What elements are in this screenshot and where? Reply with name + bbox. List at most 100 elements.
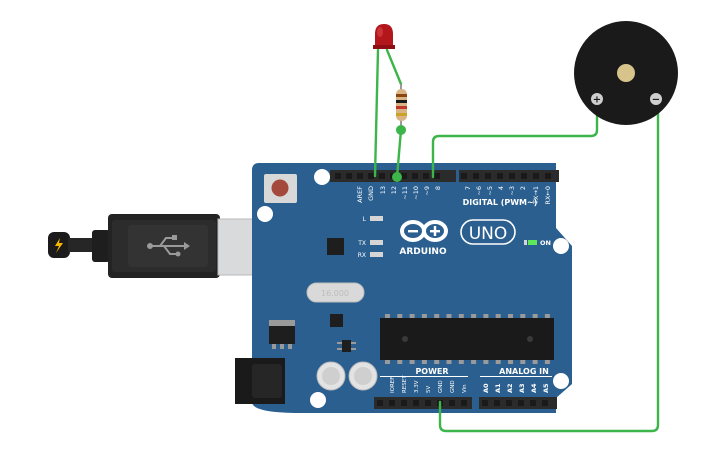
usb-symbol-icon [147,235,190,257]
power-pin-label: 5V [426,386,432,393]
power-pin-label: RESET [402,375,408,393]
usb-chip [327,238,344,255]
microcontroller-chip [380,314,554,364]
on-label: ON [540,239,551,247]
analog-pin-label: A1 [494,383,502,393]
header-pin-hole[interactable] [485,173,491,179]
power-pin-label: GND [450,380,456,393]
analog-pin-label: A3 [518,383,526,393]
led-label-tx: TX [357,240,366,247]
header-pin-hole[interactable] [368,173,374,179]
crystal-label: 16.000 [321,289,349,298]
piezo-buzzer[interactable]: + − [574,21,678,125]
header-pin-hole[interactable] [377,400,383,406]
header-pin-hole[interactable] [521,173,527,179]
power-header[interactable] [374,397,472,409]
reset-button[interactable] [264,174,297,203]
arduino-infinity-logo-icon [400,220,448,242]
header-pin-hole[interactable] [425,400,431,406]
wire-led-anode-to-resistor [385,48,403,86]
buzzer-plus-terminal [591,93,603,105]
header-pin-hole[interactable] [389,400,395,406]
smd-transistor [337,340,356,352]
header-pin-hole[interactable] [335,173,341,179]
wire-gnd-to-buzzer-minus [438,98,660,433]
mounting-hole [314,169,330,185]
resistor[interactable] [396,84,407,135]
mounting-hole [257,206,273,222]
digital-header[interactable] [330,170,559,182]
buzzer-plus-label: + [593,95,601,106]
header-pin-hole[interactable] [357,173,363,179]
wires[interactable] [373,48,660,433]
status-leds: L TX RX [357,216,383,259]
header-pin-hole[interactable] [423,173,429,179]
header-pin-hole[interactable] [412,173,418,179]
header-pin-hole[interactable] [518,400,524,406]
header-pin-hole[interactable] [401,173,407,179]
wire-resistor-to-pin12 [395,128,403,179]
power-pin-label: IOREF [390,377,396,393]
buzzer-minus-label: − [652,95,660,106]
digital-pin-label: 7 [464,186,472,190]
digital-pin-label: 13 [379,186,387,194]
lightning-icon [55,238,63,253]
digital-pin-label: 2 [519,186,527,190]
digital-pin-label: ~11 [401,186,409,200]
digital-pin-label: ~6 [475,186,483,196]
header-pin-hole[interactable] [542,400,548,406]
analog-label: ANALOG IN [499,367,549,376]
header-pin-hole[interactable] [494,400,500,406]
buzzer-minus-terminal [650,93,662,105]
header-pin-hole[interactable] [482,400,488,406]
digital-pin-label: 8 [434,186,442,190]
analog-pin-label: A5 [542,383,550,393]
model-text: UNO [469,224,508,244]
header-pin-hole[interactable] [545,173,551,179]
power-pin-label: 3.3V [414,380,420,393]
model-badge: UNO [460,219,516,245]
digital-label: DIGITAL (PWM~) [463,198,538,207]
header-pin-hole[interactable] [346,173,352,179]
header-pin-hole[interactable] [379,173,385,179]
digital-pin-label: ~9 [423,186,431,196]
header-pin-hole[interactable] [461,173,467,179]
digital-pin-label: AREF [356,186,364,203]
digital-pin-label: ~3 [508,186,516,196]
header-pin-hole[interactable] [449,400,455,406]
brand-text: ARDUINO [399,247,447,257]
voltage-regulator [269,320,295,349]
led-label-rx: RX [358,252,366,259]
led[interactable] [373,24,395,49]
mounting-hole [553,373,569,389]
header-pin-hole[interactable] [434,173,440,179]
power-jack[interactable] [235,358,285,404]
power-led: ON [524,239,551,247]
header-pin-hole[interactable] [509,173,515,179]
header-pin-hole[interactable] [473,173,479,179]
smd-component [330,314,343,327]
power-pin-label: Vin [462,384,468,393]
header-pin-hole[interactable] [530,400,536,406]
capacitor [316,361,346,391]
header-pin-hole[interactable] [497,173,503,179]
header-pin-hole[interactable] [401,400,407,406]
header-pin-hole[interactable] [413,400,419,406]
header-pin-hole[interactable] [533,173,539,179]
digital-pin-label: TX→1 [532,186,540,205]
digital-pin-label: GND [367,186,375,201]
power-label: POWER [415,367,448,376]
wire-pin9-to-buzzer-plus [431,98,599,179]
analog-pin-label: A0 [482,383,490,393]
header-pin-hole[interactable] [461,400,467,406]
digital-pin-label: 4 [497,186,505,190]
header-pin-hole[interactable] [506,400,512,406]
analog-pin-label: A4 [530,383,538,393]
mounting-hole [310,392,326,408]
mounting-hole [553,238,569,254]
